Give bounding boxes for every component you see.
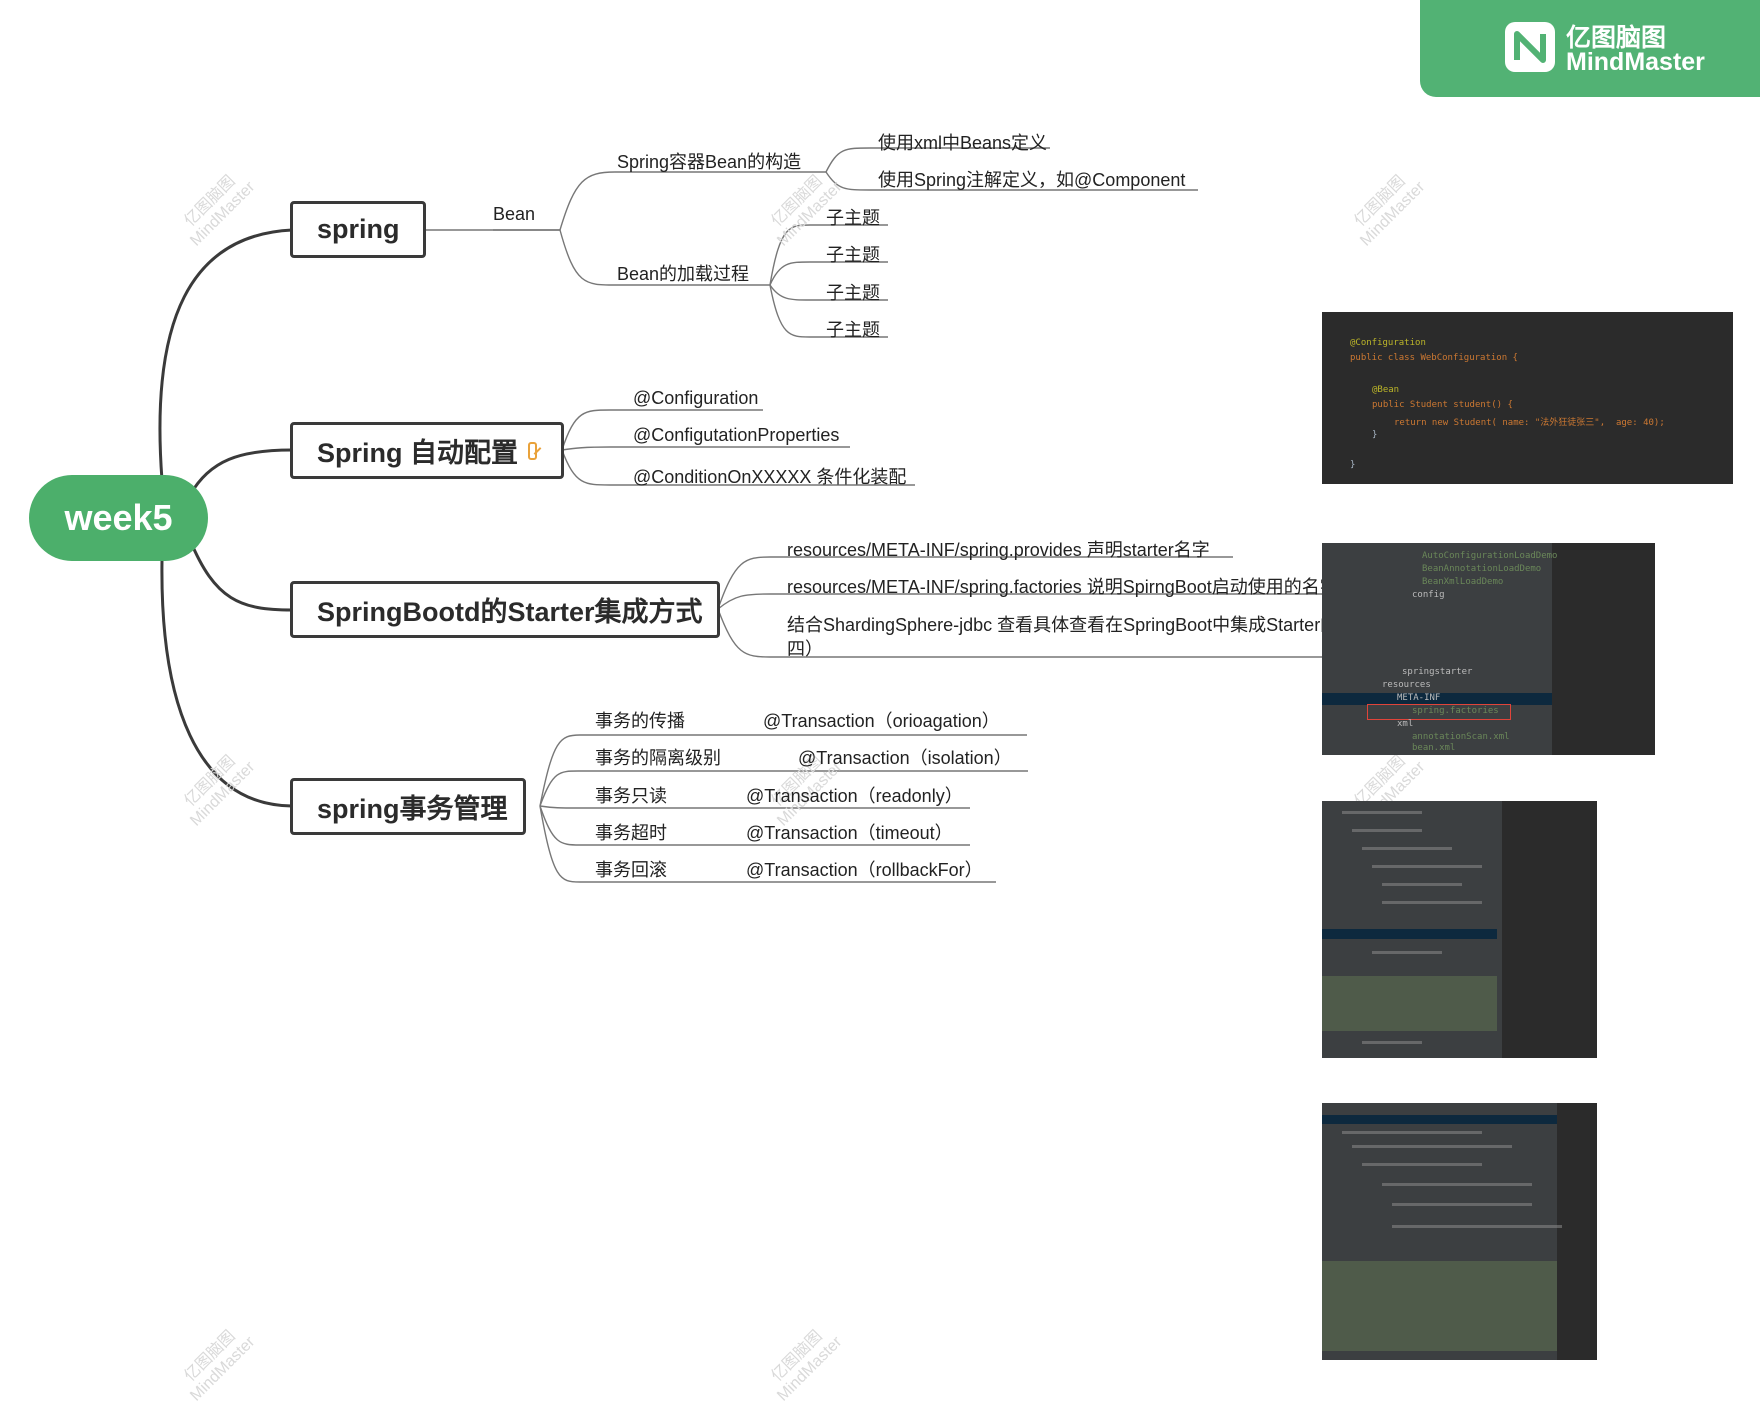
leaf-subtopic[interactable]: 子主题 xyxy=(826,283,880,303)
tree-item: META-INF xyxy=(1397,693,1441,703)
leaf-tx-propagation-detail[interactable]: @Transaction（orioagation） xyxy=(763,711,1000,731)
topic-spring[interactable]: spring xyxy=(290,201,426,258)
mindmaster-brand-badge: 亿图脑图 MindMaster xyxy=(1420,0,1760,97)
leaf-tx-timeout[interactable]: 事务超时 xyxy=(595,823,667,843)
code-line: } xyxy=(1350,460,1356,470)
leaf-annotation-beans[interactable]: 使用Spring注解定义，如@Component xyxy=(878,170,1186,190)
leaf-spring-factories[interactable]: resources/META-INF/spring.factories 说明Sp… xyxy=(787,577,1338,597)
note-edit-icon[interactable] xyxy=(528,441,537,460)
leaf-tx-propagation[interactable]: 事务的传播 xyxy=(595,711,685,731)
tree-item: AutoConfigurationLoadDemo xyxy=(1422,551,1558,561)
topic-label: SpringBootd的Starter集成方式 xyxy=(317,597,703,627)
tree-item: config xyxy=(1412,590,1445,600)
leaf-shardingsphere[interactable]: 结合ShardingSphere-jdbc 查看具体查看在SpringBoot中… xyxy=(787,615,1429,635)
tree-item: xml xyxy=(1397,719,1414,729)
leaf-tx-readonly[interactable]: 事务只读 xyxy=(595,786,667,806)
root-topic[interactable]: week5 xyxy=(29,475,208,561)
edge-root-transaction xyxy=(160,559,293,808)
leaf-tx-timeout-detail[interactable]: @Transaction（timeout） xyxy=(746,823,953,843)
tree-item: BeanXmlLoadDemo xyxy=(1422,577,1504,587)
leaf-spring-provides[interactable]: resources/META-INF/spring.provides 声明sta… xyxy=(787,540,1210,560)
project-tree-spring-factories[interactable]: AutoConfigurationLoadDemo BeanAnnotation… xyxy=(1322,543,1655,755)
edge-root-starter xyxy=(188,539,293,612)
project-tree-shardingsphere[interactable] xyxy=(1322,1103,1597,1360)
subtopic-bean[interactable]: Bean xyxy=(493,204,536,224)
subtopic-bean-load[interactable]: Bean的加载过程 xyxy=(617,264,750,284)
tree-item: bean.xml xyxy=(1412,743,1456,753)
code-line: return new Student( name: "法外狂徒张三", age:… xyxy=(1394,418,1665,428)
subtopic-bean-construct[interactable]: Spring容器Bean的构造 xyxy=(617,152,802,172)
leaf-tx-isolation[interactable]: 事务的隔离级别 xyxy=(595,748,721,768)
topic-label: spring xyxy=(317,214,400,244)
topic-label: Spring 自动配置 xyxy=(317,438,518,468)
editor-panel xyxy=(1502,801,1597,1058)
brand-name-en: MindMaster xyxy=(1566,48,1705,76)
highlight-box xyxy=(1367,704,1511,720)
tree-item: spring.factories xyxy=(1412,706,1499,716)
code-line: public Student student() { xyxy=(1372,400,1513,410)
leaf-tx-rollback[interactable]: 事务回滚 xyxy=(595,860,667,880)
editor-panel xyxy=(1552,543,1655,755)
leaf-xml-beans[interactable]: 使用xml中Beans定义 xyxy=(878,133,1048,153)
project-tree-springboot[interactable] xyxy=(1322,801,1597,1058)
leaf-tx-rollback-detail[interactable]: @Transaction（rollbackFor） xyxy=(746,860,983,880)
code-screenshot-webconfiguration[interactable]: @Configuration public class WebConfigura… xyxy=(1322,312,1733,484)
topic-spring-transaction[interactable]: spring事务管理 xyxy=(290,778,526,835)
code-line: public class WebConfiguration { xyxy=(1350,353,1518,363)
leaf-configuration-properties[interactable]: @ConfigutationProperties xyxy=(633,425,840,445)
leaf-subtopic[interactable]: 子主题 xyxy=(826,245,880,265)
tree-item: annotationScan.xml xyxy=(1412,732,1510,742)
leaf-shardingsphere-cont: 四） xyxy=(787,639,823,659)
code-line: @Configuration xyxy=(1350,338,1426,348)
leaf-tx-readonly-detail[interactable]: @Transaction（readonly） xyxy=(746,786,963,806)
code-line: } xyxy=(1372,430,1378,440)
editor-panel xyxy=(1557,1103,1597,1360)
tree-item: resources xyxy=(1382,680,1431,690)
selected-row xyxy=(1322,693,1552,705)
leaf-tx-isolation-detail[interactable]: @Transaction（isolation） xyxy=(798,748,1012,768)
topic-spring-autoconfig[interactable]: Spring 自动配置 xyxy=(290,422,564,479)
leaf-configuration[interactable]: @Configuration xyxy=(633,388,759,408)
mindmaster-logo-icon xyxy=(1505,22,1555,72)
leaf-subtopic[interactable]: 子主题 xyxy=(826,320,880,340)
edge-root-spring xyxy=(158,228,293,481)
topic-springboot-starter[interactable]: SpringBootd的Starter集成方式 xyxy=(290,581,720,638)
tree-item: BeanAnnotationLoadDemo xyxy=(1422,564,1542,574)
code-line: @Bean xyxy=(1372,385,1400,395)
edge-root-autoconfig xyxy=(188,448,293,496)
leaf-conditional-on[interactable]: @ConditionOnXXXXX 条件化装配 xyxy=(633,467,907,487)
topic-label: spring事务管理 xyxy=(317,794,508,824)
brand-name-cn: 亿图脑图 xyxy=(1566,24,1667,52)
leaf-subtopic[interactable]: 子主题 xyxy=(826,208,880,228)
tree-item: springstarter xyxy=(1402,667,1473,677)
